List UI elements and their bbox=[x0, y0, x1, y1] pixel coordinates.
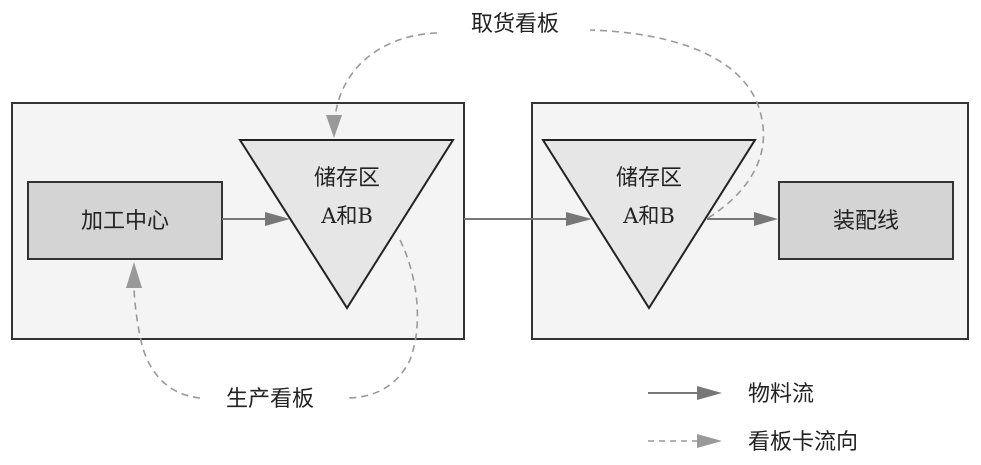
material-flow-arrow-1 bbox=[222, 212, 290, 226]
storage-right-triangle bbox=[541, 139, 757, 310]
processing-center-box bbox=[27, 181, 223, 260]
legend-item-kanban-flow: 看板卡流向 bbox=[648, 430, 858, 455]
processing-center-label: 加工中心 bbox=[81, 209, 169, 234]
storage-left-label-line1: 储存区 bbox=[314, 166, 380, 191]
legend-item-material-flow: 物料流 bbox=[648, 382, 814, 407]
assembly-line-box bbox=[778, 181, 954, 260]
storage-left-triangle bbox=[238, 139, 455, 310]
legend-solid-arrow-icon bbox=[697, 386, 722, 400]
legend-dashed-arrow-icon bbox=[697, 434, 722, 448]
production-kanban-flow bbox=[126, 239, 419, 399]
legend: 物料流 看板卡流向 bbox=[648, 382, 858, 455]
withdrawal-kanban-label: 取货看板 bbox=[471, 12, 559, 37]
storage-right-label-line2: A和B bbox=[622, 204, 675, 228]
material-flow-arrow-2 bbox=[464, 212, 592, 226]
production-kanban-label: 生产看板 bbox=[226, 387, 314, 412]
material-flow-arrow-3 bbox=[707, 212, 778, 226]
legend-label-kanban-flow: 看板卡流向 bbox=[748, 430, 858, 455]
legend-label-material-flow: 物料流 bbox=[748, 382, 814, 407]
storage-left-label-line2: A和B bbox=[320, 204, 373, 228]
storage-right-label-line1: 储存区 bbox=[616, 166, 682, 191]
withdrawal-kanban-arrowhead bbox=[326, 115, 342, 138]
withdrawal-kanban-flow bbox=[326, 29, 765, 219]
assembly-line-label: 装配线 bbox=[833, 209, 899, 234]
production-kanban-arrowhead bbox=[126, 262, 142, 288]
